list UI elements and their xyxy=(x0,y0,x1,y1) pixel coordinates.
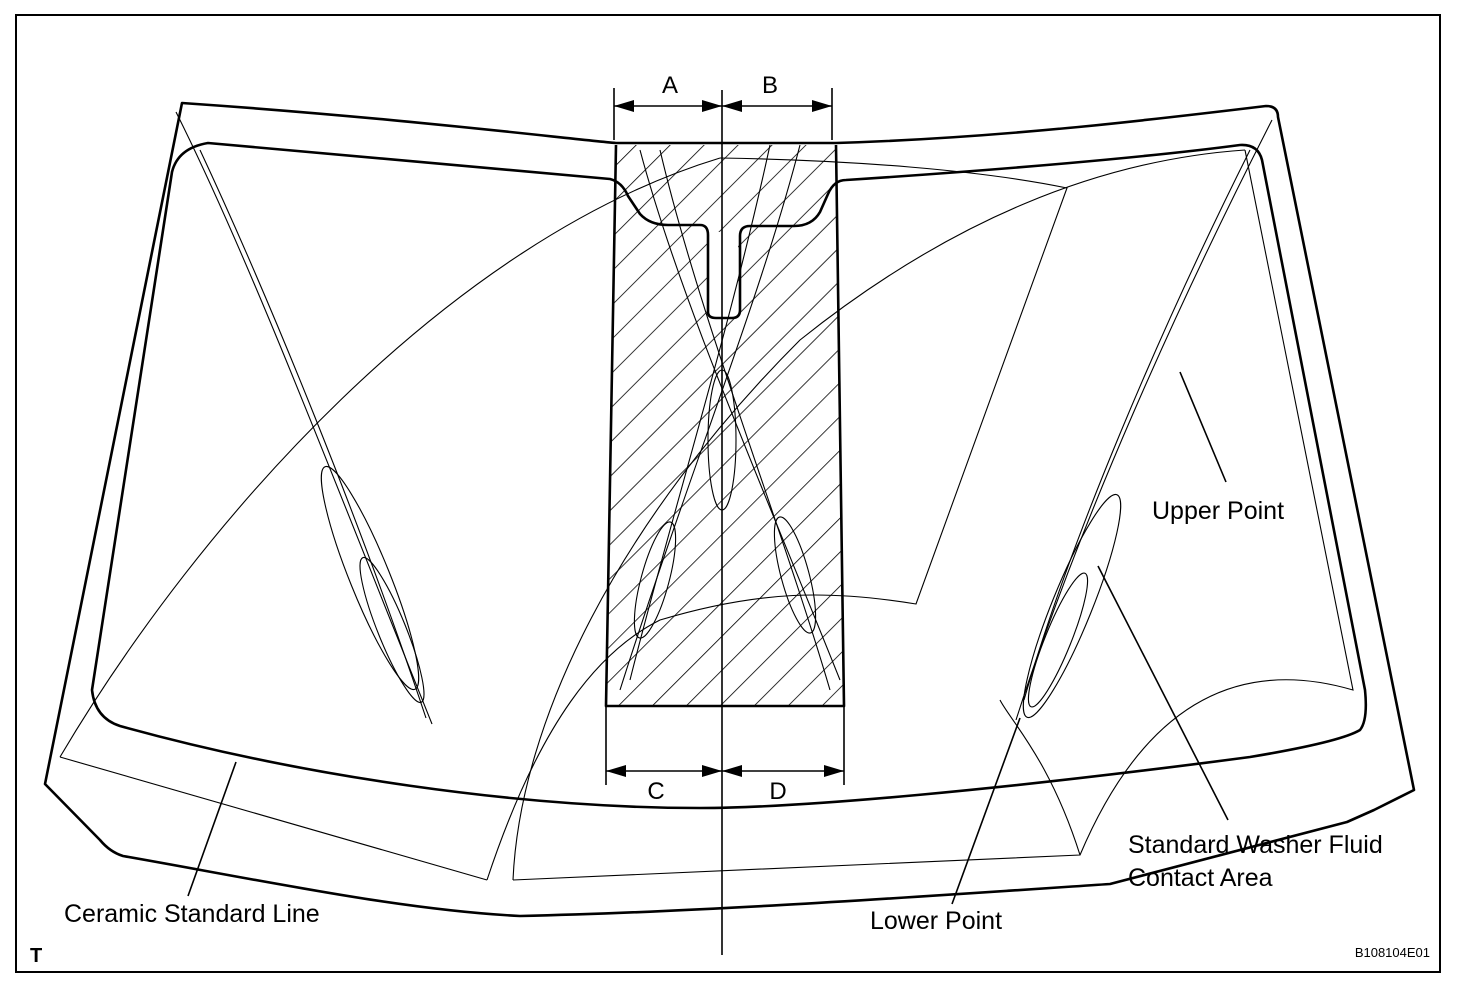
ceramic-line-label: Ceramic Standard Line xyxy=(64,900,320,928)
windshield-outer-edge xyxy=(43,101,1416,918)
dimension-d-label: D xyxy=(769,778,786,805)
washer-area-label-line1: Standard Washer Fluid xyxy=(1128,831,1383,859)
dimension-a-label: A xyxy=(662,72,678,99)
hatched-zone xyxy=(606,145,844,706)
upper-point-leader xyxy=(1179,371,1227,483)
dimension-c-label: C xyxy=(647,778,664,805)
upper-point-label: Upper Point xyxy=(1152,497,1284,525)
dimension-b-label: B xyxy=(762,72,778,99)
corner-mark: T xyxy=(30,945,42,967)
lower-point-label: Lower Point xyxy=(870,907,1002,935)
figure-border xyxy=(15,14,1441,973)
wiper-pattern-lines xyxy=(59,111,1354,881)
figure-code: B108104E01 xyxy=(1355,945,1430,960)
washer-area-label-line2: Contact Area xyxy=(1128,864,1273,892)
dimension-top xyxy=(613,88,833,140)
lower-point-leader xyxy=(951,717,1021,905)
ceramic-line-leader xyxy=(187,761,237,897)
hatched-zone-outline-left xyxy=(604,144,846,708)
washer-area-leader xyxy=(1097,565,1229,821)
dimension-bottom xyxy=(605,706,845,785)
